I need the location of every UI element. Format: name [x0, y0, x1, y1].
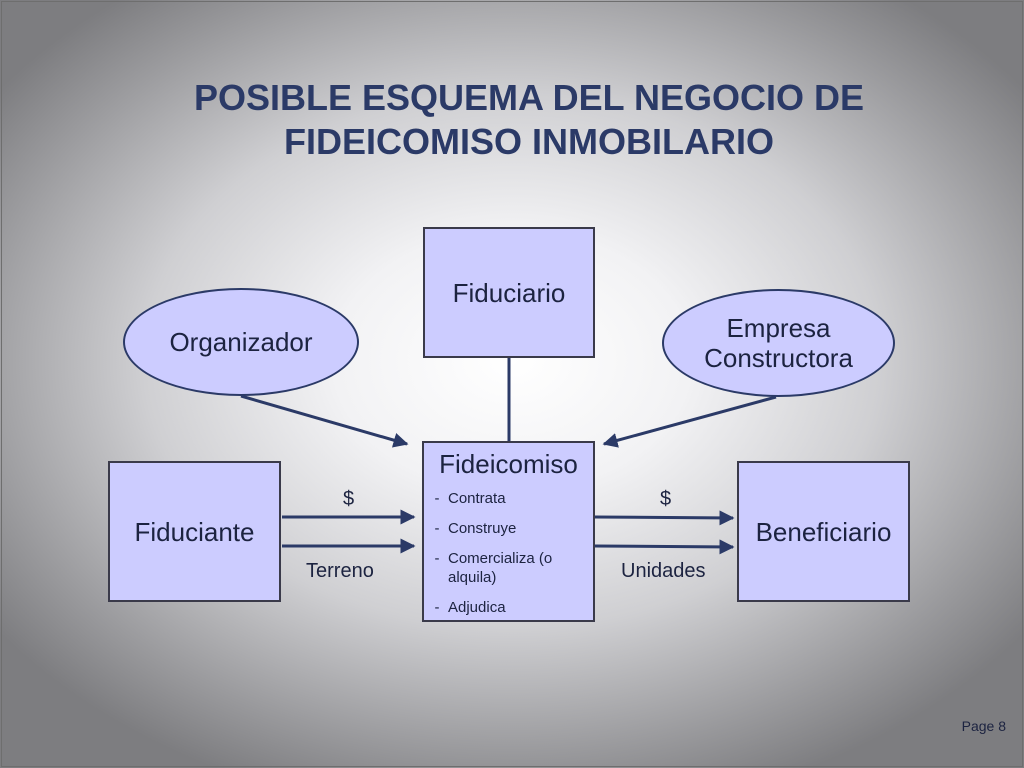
- node-organizador: Organizador: [123, 288, 359, 396]
- list-item: - Adjudica: [426, 598, 588, 617]
- flow-label-terreno: Terreno: [306, 560, 374, 582]
- flow-label-left-money: $: [343, 488, 355, 510]
- node-empresa-label-line-1: Empresa: [726, 313, 831, 343]
- node-organizador-label: Organizador: [169, 327, 313, 357]
- node-fideicomiso: Fideicomiso - Contrata - Construye - Com…: [422, 441, 595, 622]
- node-fiduciante-label: Fiduciante: [134, 516, 255, 547]
- arrow-fideicomiso-beneficiario-money: [594, 510, 735, 526]
- slide-title: POSIBLE ESQUEMA DEL NEGOCIO DE FIDEICOMI…: [112, 76, 946, 164]
- flow-label-unidades: Unidades: [621, 560, 706, 582]
- task-comercializa: Comercializa (o alquila): [448, 550, 553, 586]
- node-beneficiario-label: Beneficiario: [755, 516, 892, 547]
- list-bullet: -: [434, 599, 440, 616]
- node-beneficiario: Beneficiario: [737, 461, 910, 602]
- node-fiduciario-label: Fiduciario: [452, 277, 566, 308]
- arrow-empresa-fideicomiso: [602, 395, 777, 448]
- node-fiduciante: Fiduciante: [108, 461, 281, 602]
- list-bullet: -: [434, 490, 440, 507]
- list-item: - Contrata: [426, 489, 588, 508]
- node-fideicomiso-title: Fideicomiso: [439, 449, 578, 479]
- task-contrata: Contrata: [448, 490, 506, 507]
- arrow-fideicomiso-beneficiario-units: [594, 539, 735, 555]
- arrow-organizador-fideicomiso: [240, 394, 409, 448]
- slide-title-line-1: POSIBLE ESQUEMA DEL NEGOCIO DE: [193, 77, 865, 118]
- list-item: - Comercializa (o alquila): [426, 549, 588, 587]
- flow-label-right-money: $: [660, 488, 672, 510]
- list-bullet: -: [434, 520, 440, 537]
- task-construye: Construye: [448, 520, 517, 537]
- slide-title-line-2: FIDEICOMISO INMOBILARIO: [284, 121, 774, 162]
- task-adjudica: Adjudica: [448, 599, 506, 616]
- list-item: - Construye: [426, 519, 588, 538]
- page-number: Page 8: [961, 718, 1006, 734]
- list-bullet: -: [434, 550, 440, 567]
- fideicomiso-task-list: - Contrata - Construye - Comercializa (o…: [426, 489, 588, 628]
- node-empresa-constructora: Empresa Constructora: [662, 289, 895, 397]
- node-empresa-label-line-2: Constructora: [704, 343, 853, 373]
- node-fiduciario: Fiduciario: [423, 227, 595, 358]
